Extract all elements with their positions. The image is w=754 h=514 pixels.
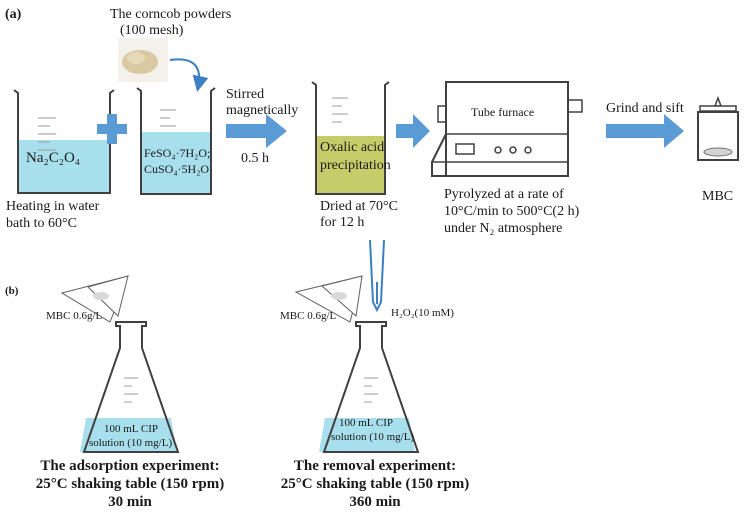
beaker2-line2: CuSO₄·5H₂O: [144, 162, 210, 176]
corncob-label: The corncob powders: [110, 7, 232, 22]
stirred-time: 0.5 h: [241, 151, 269, 166]
beaker1-caption-line1: Heating in water: [6, 199, 100, 214]
beaker3-line1: Oxalic acid: [320, 140, 385, 155]
furnace-caption-line3: under N₂ atmosphere: [444, 221, 563, 236]
beaker-metal-salts: [136, 87, 216, 195]
arrow-stirred: [226, 114, 287, 148]
flask1-solution-line1: 100 mL CIP: [104, 423, 158, 435]
flask-adsorption: [80, 321, 180, 453]
curved-drop-arrow: [169, 58, 209, 92]
flask2-title-line1: The removal experiment:: [293, 458, 457, 474]
flask2-reagent: H₂O₂(10 mM): [391, 307, 454, 319]
flask1-dose: MBC 0.6g/L: [46, 310, 103, 322]
beaker-precipitate: [311, 81, 390, 195]
flask-removal: [319, 321, 420, 453]
beaker3-caption-line1: Dried at 70°C: [320, 199, 398, 214]
weighing-paper-2: [294, 275, 363, 323]
flask2-solution-line1: 100 mL CIP: [339, 417, 393, 429]
flask2-solution-line2: solution (10 mg/L): [331, 431, 415, 443]
mbc-label: MBC: [702, 189, 734, 204]
beaker1-text: Na₂C₂O₄: [26, 150, 81, 166]
flask2-dose: MBC 0.6g/L: [280, 310, 337, 322]
flask1-solution-line2: solution (10 mg/L): [89, 437, 173, 449]
tube-furnace: [431, 81, 583, 177]
panel-label-a: (a): [5, 7, 22, 22]
furnace-caption-line1: Pyrolyzed at a rate of: [444, 187, 564, 202]
flask2-title-line3: 360 min: [349, 494, 401, 510]
beaker2-line1: FeSO₄·7H₂O;: [144, 146, 211, 160]
beaker3-line2: precipitation: [320, 158, 391, 173]
flask1-title-line1: The adsorption experiment:: [40, 458, 220, 474]
arrow-to-furnace: [396, 114, 430, 148]
arrow-grind-sift: [606, 114, 684, 148]
stirred-label-line1: Stirred: [226, 87, 265, 102]
mesh-label: (100 mesh): [120, 23, 184, 38]
furnace-caption-line2: 10°C/min to 500°C(2 h): [444, 204, 580, 219]
stirred-label-line2: magnetically: [226, 103, 299, 118]
panel-label-b: (b): [5, 285, 19, 297]
beaker3-caption-line2: for 12 h: [320, 215, 365, 230]
flask1-title-line3: 30 min: [108, 494, 152, 510]
beaker1-caption-line2: bath to 60°C: [6, 216, 77, 231]
furnace-label: Tube furnace: [471, 105, 535, 119]
flask1-title-line2: 25°C shaking table (150 rpm): [35, 476, 225, 492]
beaker-sodium-oxalate: [13, 89, 115, 194]
plus-icon: [97, 114, 127, 144]
mbc-jar: [697, 95, 739, 161]
flask2-title-line2: 25°C shaking table (150 rpm): [280, 476, 470, 492]
grind-sift-label: Grind and sift: [606, 101, 684, 116]
pipette: [369, 239, 385, 313]
weighing-paper-1: [60, 275, 129, 323]
corncob-powder-image: [118, 38, 168, 82]
